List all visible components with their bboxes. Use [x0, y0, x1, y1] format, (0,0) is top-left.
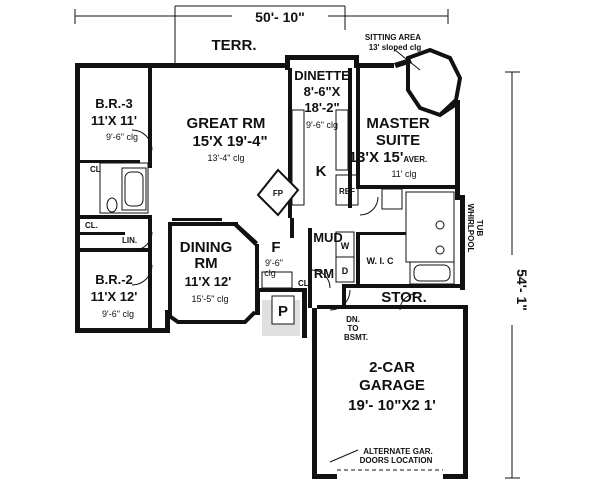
interior-walls	[80, 68, 460, 336]
dining-size: 11'X 12'	[185, 274, 232, 289]
master-size: 13'X 15'AVER.	[349, 149, 428, 166]
linen-label: LIN.	[122, 236, 137, 245]
whirlpool-line2: TUB	[475, 220, 484, 237]
door-swings	[131, 129, 417, 311]
terrace-outline	[174, 5, 346, 66]
great-room-name: GREAT RM	[187, 115, 266, 132]
wic-label: W. I. C	[367, 256, 395, 266]
br3-size: 11'X 11'	[91, 113, 137, 128]
foyer-ceiling1: 9'-6"	[265, 258, 283, 268]
depth-label: 54'- 1"	[514, 269, 530, 311]
garage-note-leader	[329, 449, 359, 463]
br2-name: B.R.-2	[95, 272, 133, 287]
dining-name1: DINING	[180, 239, 233, 256]
kitchen-label: K	[316, 163, 327, 180]
great-room-size: 15'X 19'-4"	[192, 133, 267, 150]
dinette-size2: 18'-2"	[304, 100, 339, 115]
garage-line2: GARAGE	[359, 377, 425, 394]
dining-name2: RM	[194, 255, 217, 272]
dinette-ceiling: 9'-6" clg	[306, 120, 338, 130]
basement-line3: BSMT.	[344, 333, 368, 342]
br2-ceiling: 9'-6" clg	[102, 309, 134, 319]
ref-label: REF	[339, 187, 355, 196]
porch-label: P	[278, 303, 288, 320]
mud-room-line2: RM	[314, 266, 334, 281]
fireplace-label: FP	[273, 189, 284, 198]
sitting-leader	[394, 49, 421, 71]
width-label: 50'- 10"	[255, 9, 305, 25]
master-ceiling: 11' clg	[391, 169, 416, 179]
dryer-label: D	[342, 266, 349, 276]
dining-ceiling: 15'-5" clg	[192, 294, 229, 304]
washer-label: W	[341, 241, 350, 251]
foyer-label: F	[271, 239, 280, 256]
br2-size: 11'X 12'	[91, 289, 138, 304]
foyer-ceiling2: clg	[264, 268, 276, 278]
exterior-walls	[75, 47, 468, 479]
whirlpool-line1: WHIRLPOOL	[466, 204, 475, 253]
dinette-size1: 8'-6"X	[304, 84, 341, 99]
foyer-closet-label: CL	[298, 279, 309, 288]
hall-closet-label: CL.	[85, 221, 98, 230]
garage-line1: 2-CAR	[369, 359, 415, 376]
storage-label: STOR.	[381, 289, 427, 306]
dinette-name: DINETTE	[294, 68, 350, 83]
basement-line1: DN.	[346, 315, 360, 324]
sitting-line1: SITTING AREA	[365, 33, 421, 42]
br3-name: B.R.-3	[95, 96, 133, 111]
mud-room-line1: MUD	[313, 230, 343, 245]
garage-note-line1: ALTERNATE GAR.	[363, 447, 432, 456]
depth-dimension: 54'- 1"	[502, 71, 530, 479]
br3-ceiling: 9'-6" clg	[106, 132, 138, 142]
master-name2: SUITE	[376, 132, 420, 149]
br3-closet-label: CL	[90, 165, 101, 174]
terrace-label: TERR.	[212, 37, 257, 54]
great-room-ceiling: 13'-4" clg	[208, 153, 245, 163]
width-dimension: 50'- 10"	[74, 6, 449, 26]
garage-note-line2: DOORS LOCATION	[360, 456, 433, 465]
master-name1: MASTER	[366, 115, 430, 132]
sitting-line2: 13' sloped clg	[369, 43, 422, 52]
basement-line2: TO	[348, 324, 359, 333]
garage-size: 19'- 10"X2 1'	[348, 397, 436, 414]
